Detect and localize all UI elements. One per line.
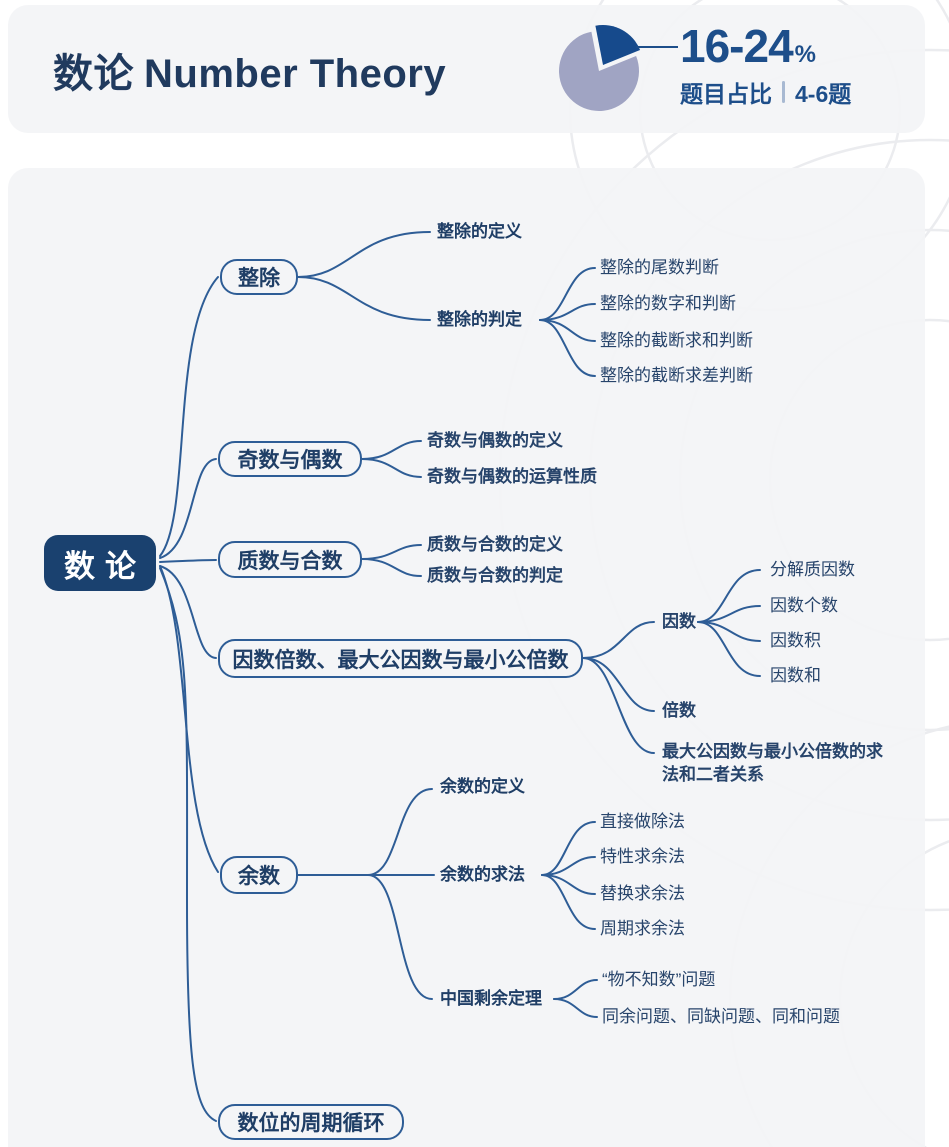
node-label-prime-test: 质数与合数的判定 xyxy=(427,566,563,585)
node-label-wubuzhishu-problem: “物不知数”问题 xyxy=(602,970,716,989)
node-label-factor-count: 因数个数 xyxy=(770,596,838,615)
branch-box-factors-multiples: 因数倍数、最大公因数与最小公倍数 xyxy=(218,639,583,678)
stat-divider xyxy=(782,81,785,103)
node-label-gcd-lcm-methods: 最大公因数与最小公倍数的求法和二者关系 xyxy=(662,742,883,784)
stat-block: 16-24 % 题目占比 4-6题 xyxy=(680,19,851,109)
node-label-remainder-methods: 余数的求法 xyxy=(440,865,525,884)
pie-leader-line xyxy=(636,46,678,48)
page-title-en: Number Theory xyxy=(144,52,447,96)
branch-box-prime-composite: 质数与合数 xyxy=(218,541,362,578)
node-label-multiples: 倍数 xyxy=(662,701,696,720)
node-label-factor-sum: 因数和 xyxy=(770,666,821,685)
branch-box-remainder: 余数 xyxy=(220,856,298,894)
root-node: 数论 xyxy=(44,535,156,591)
node-label-property-method: 特性求余法 xyxy=(600,847,685,866)
node-label-digit-sum-test: 整除的数字和判断 xyxy=(600,294,736,313)
pie-chart xyxy=(551,21,647,117)
page-title-zh: 数论 xyxy=(53,52,134,96)
node-label-factor-product: 因数积 xyxy=(770,631,821,650)
branch-box-digit-cycle: 数位的周期循环 xyxy=(218,1104,404,1140)
stat-unit: % xyxy=(794,41,816,68)
stat-label-row: 题目占比 4-6题 xyxy=(680,75,851,109)
node-label-divisibility-test: 整除的判定 xyxy=(437,310,522,329)
node-label-substitution-method: 替换求余法 xyxy=(600,884,685,903)
node-label-truncated-sum-test: 整除的截断求和判断 xyxy=(600,331,753,350)
node-label-period-method: 周期求余法 xyxy=(600,919,685,938)
branch-box-odd-even: 奇数与偶数 xyxy=(218,441,362,477)
node-label-direct-division: 直接做除法 xyxy=(600,812,685,831)
branch-box-divisibility: 整除 xyxy=(220,259,298,295)
node-label-factors: 因数 xyxy=(662,612,696,631)
node-label-chinese-remainder-theorem: 中国剩余定理 xyxy=(440,989,542,1008)
stat-label: 题目占比 xyxy=(680,81,772,107)
node-label-remainder-definition: 余数的定义 xyxy=(440,777,525,796)
node-label-odd-even-definition: 奇数与偶数的定义 xyxy=(427,431,563,450)
node-label-prime-factorization: 分解质因数 xyxy=(770,560,855,579)
node-label-last-digit-test: 整除的尾数判断 xyxy=(600,258,719,277)
stat-range: 4-6题 xyxy=(795,81,852,107)
stat-value-row: 16-24 % xyxy=(680,19,851,73)
node-label-prime-definition: 质数与合数的定义 xyxy=(427,535,563,554)
pie-chart-svg xyxy=(559,24,641,111)
stat-value: 16-24 xyxy=(680,20,794,72)
node-label-odd-even-operations: 奇数与偶数的运算性质 xyxy=(427,467,597,486)
node-label-congruence-problems: 同余问题、同缺问题、同和问题 xyxy=(602,1007,840,1026)
node-label-divisibility-definition: 整除的定义 xyxy=(437,222,522,241)
node-label-truncated-diff-test: 整除的截断求差判断 xyxy=(600,366,753,385)
